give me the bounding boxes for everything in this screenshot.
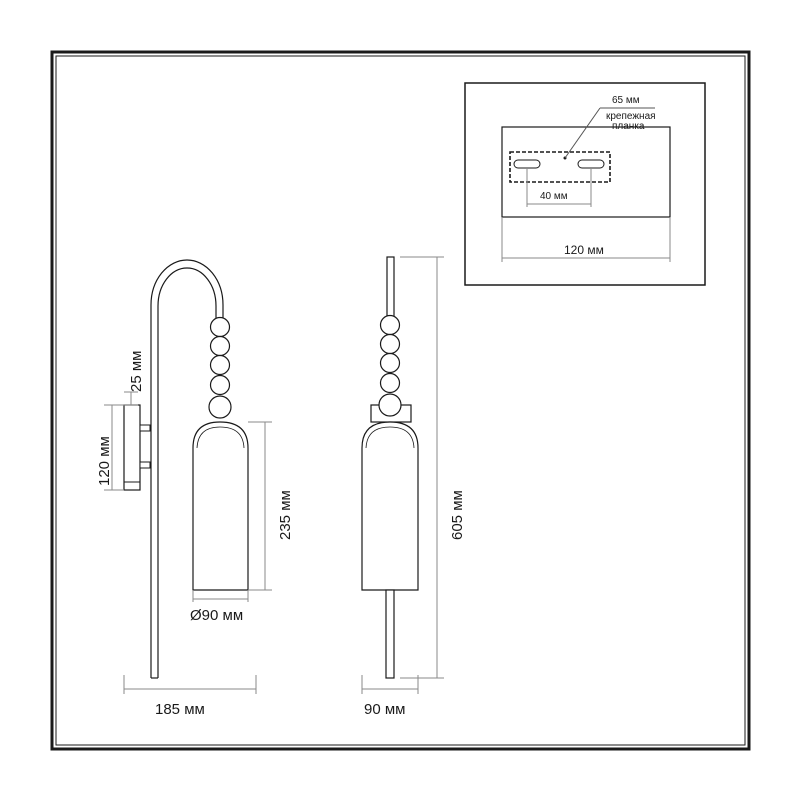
shade-side — [192, 421, 249, 591]
beads-front — [379, 314, 401, 394]
label-plate-line2: планка — [612, 121, 645, 132]
wall-plate — [123, 404, 141, 491]
slot-right — [577, 159, 605, 169]
label-25mm: 25 мм — [128, 351, 145, 392]
beads-side — [208, 316, 232, 419]
label-120mm-plate: 120 мм — [564, 243, 604, 257]
side-view: 25 мм 120 мм 235 мм Ø90 мм 185 мм — [96, 259, 294, 718]
label-605mm: 605 мм — [449, 490, 466, 540]
bottom-rod — [385, 589, 395, 679]
mounting-plate-inset: 65 мм крепежная планка 40 мм 120 мм — [464, 82, 706, 286]
label-plate-line1: крепежная — [606, 111, 656, 122]
label-40mm: 40 мм — [540, 191, 568, 202]
bracket-dashed — [509, 151, 611, 183]
label-90mm: 90 мм — [364, 701, 405, 718]
label-65mm: 65 мм — [612, 95, 640, 106]
inset-frame — [464, 82, 706, 286]
label-120mm-side: 120 мм — [96, 436, 113, 486]
plate-body — [501, 126, 671, 218]
label-185mm: 185 мм — [155, 701, 205, 718]
shade-front — [361, 421, 419, 591]
label-235mm: 235 мм — [277, 490, 294, 540]
top-rod — [386, 256, 395, 318]
front-view: 605 мм 90 мм — [361, 256, 466, 718]
arc-tube — [150, 259, 224, 678]
outer-frame — [50, 50, 751, 751]
slot-left — [513, 159, 541, 169]
label-diameter: Ø90 мм — [190, 607, 243, 624]
